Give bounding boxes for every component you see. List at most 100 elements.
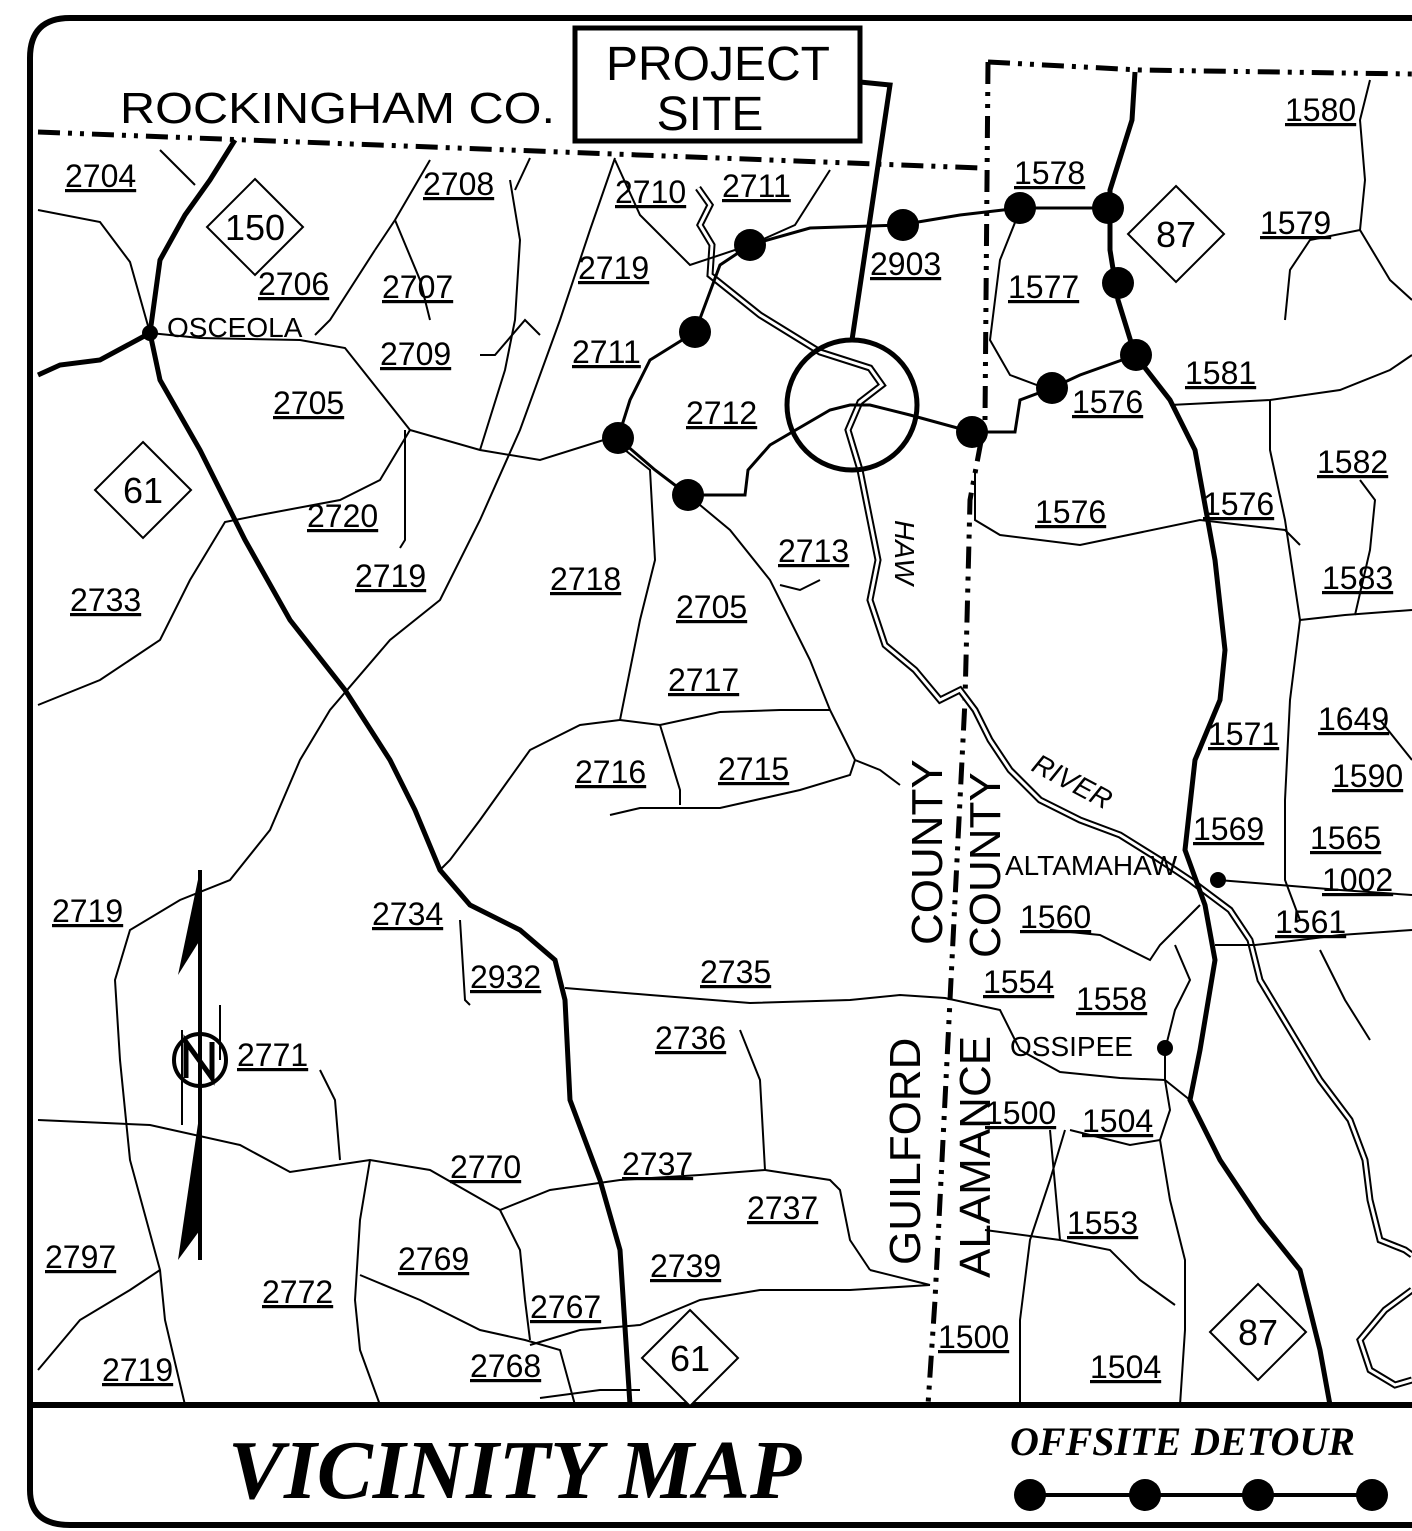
highway-shield-diamond: [205, 177, 305, 277]
road-number-label: 2932: [470, 959, 541, 995]
project-site-line2: SITE: [657, 88, 764, 141]
road-number-label: 1583: [1322, 560, 1393, 596]
highway-shield-diamond: [1208, 1282, 1308, 1382]
project-site-leader: [849, 79, 893, 341]
road-number-label: 2772: [262, 1274, 333, 1310]
guilford-county-word: COUNTY: [903, 759, 952, 945]
road-number-label: 2736: [655, 1020, 726, 1056]
road-number-label: 2735: [700, 954, 771, 990]
alamance-county-word: COUNTY: [961, 772, 1010, 958]
road-number-label: 2797: [45, 1239, 116, 1275]
legend-dot: [1242, 1479, 1274, 1511]
highway-shield: 87: [1126, 184, 1226, 284]
road-number-label: 2718: [550, 561, 621, 597]
road-number-label: 1576: [1035, 494, 1106, 530]
road-number-label: 1579: [1260, 205, 1331, 241]
road-number-label: 1571: [1208, 716, 1279, 752]
highway-shield-diamond: [93, 440, 193, 540]
detour-dot: [1092, 192, 1124, 224]
detour-markers: [602, 192, 1152, 511]
detour-dot: [1102, 267, 1134, 299]
haw-river: [695, 185, 1412, 1389]
detour-dot: [1120, 339, 1152, 371]
road-number-label: 1504: [1090, 1349, 1161, 1385]
road-number-label: 2708: [423, 166, 494, 202]
secondary-roads: [37, 79, 1412, 1406]
altamahaw-marker: [1210, 872, 1226, 888]
project-site-line1: PROJECT: [606, 38, 830, 91]
road-number-label: 1577: [1008, 269, 1079, 305]
road-number-label: 1558: [1076, 981, 1147, 1017]
road-number-label: 2711: [722, 168, 791, 204]
ossipee-marker: [1157, 1040, 1173, 1056]
road-number-label: 2705: [676, 589, 747, 625]
road-number-label: 2706: [258, 266, 329, 302]
legend: OFFSITE DETOUR: [1010, 1419, 1388, 1511]
road-number-label: 2719: [102, 1352, 173, 1388]
legend-dot: [1356, 1479, 1388, 1511]
road-number-label: 2769: [398, 1241, 469, 1277]
road-number-label: 2733: [70, 582, 141, 618]
project-site-box: [572, 25, 863, 144]
detour-dot: [1004, 192, 1036, 224]
highway-shield-label: 61: [670, 1338, 710, 1379]
road-number-label: 1580: [1285, 92, 1356, 128]
guilford-county-label: GUILFORD: [881, 1038, 930, 1265]
road-number-label: 2712: [686, 395, 757, 431]
road-number-label: 1569: [1193, 811, 1264, 847]
road-number-label: 2717: [668, 662, 739, 698]
detour-dot: [956, 416, 988, 448]
legend-label: OFFSITE DETOUR: [1010, 1419, 1355, 1464]
road-number-label: 1554: [983, 964, 1054, 1000]
road-number-label: 1560: [1020, 899, 1091, 935]
road-number-label: 1565: [1310, 820, 1381, 856]
river-label-haw: HAW: [889, 520, 920, 587]
north-arrow-icon: [172, 870, 228, 1260]
highway-shields: 150 61 87 87 61: [93, 177, 1308, 1408]
highway-shield-label: 87: [1238, 1312, 1278, 1353]
road-number-label: 1576: [1072, 384, 1143, 420]
detour-dot: [1036, 372, 1068, 404]
road-number-label: 2719: [578, 250, 649, 286]
road-number-label: 1582: [1317, 444, 1388, 480]
road-number-label: 1578: [1014, 155, 1085, 191]
road-number-label: 2903: [870, 246, 941, 282]
road-number-label: 1500: [938, 1319, 1009, 1355]
highway-shield: 150: [205, 177, 305, 277]
osceola-label: OSCEOLA: [167, 312, 303, 343]
road-number-label: 2716: [575, 754, 646, 790]
road-number-label: 2767: [530, 1289, 601, 1325]
road-number-label: 2770: [450, 1149, 521, 1185]
road-number-label: 2711: [572, 334, 641, 370]
osceola-marker: [142, 325, 158, 341]
road-number-label: 2704: [65, 158, 136, 194]
road-number-label: 1553: [1067, 1205, 1138, 1241]
road-number-label: 1504: [1082, 1103, 1153, 1139]
ossipee-label: OSSIPEE: [1010, 1031, 1133, 1062]
legend-dot: [1014, 1479, 1046, 1511]
county-boundaries: [37, 59, 1412, 1406]
highway-61: [147, 332, 633, 1406]
highway-shield: 87: [1208, 1282, 1308, 1382]
road-number-label: 2739: [650, 1248, 721, 1284]
alamance-county-label: ALAMANCE: [951, 1036, 1000, 1278]
detour-dot: [672, 479, 704, 511]
road-number-label: 2710: [615, 174, 686, 210]
detour-dot: [887, 209, 919, 241]
highway-shield-diamond: [640, 1308, 740, 1408]
road-number-label: 2737: [622, 1146, 693, 1182]
road-number-label: 2720: [307, 498, 378, 534]
road-number-label: 2715: [718, 751, 789, 787]
road-number-label: 1576: [1203, 486, 1274, 522]
map-title: VICINITY MAP: [228, 1424, 802, 1517]
highway-shield-label: 150: [225, 207, 285, 248]
road-number-label: 2713: [778, 533, 849, 569]
road-number-label: 1581: [1185, 355, 1256, 391]
road-number-label: 2768: [470, 1348, 541, 1384]
highway-shield: 61: [93, 440, 193, 540]
road-number-label: 2719: [52, 893, 123, 929]
road-number-label: 2734: [372, 896, 443, 932]
road-number-label: 1561: [1275, 904, 1346, 940]
